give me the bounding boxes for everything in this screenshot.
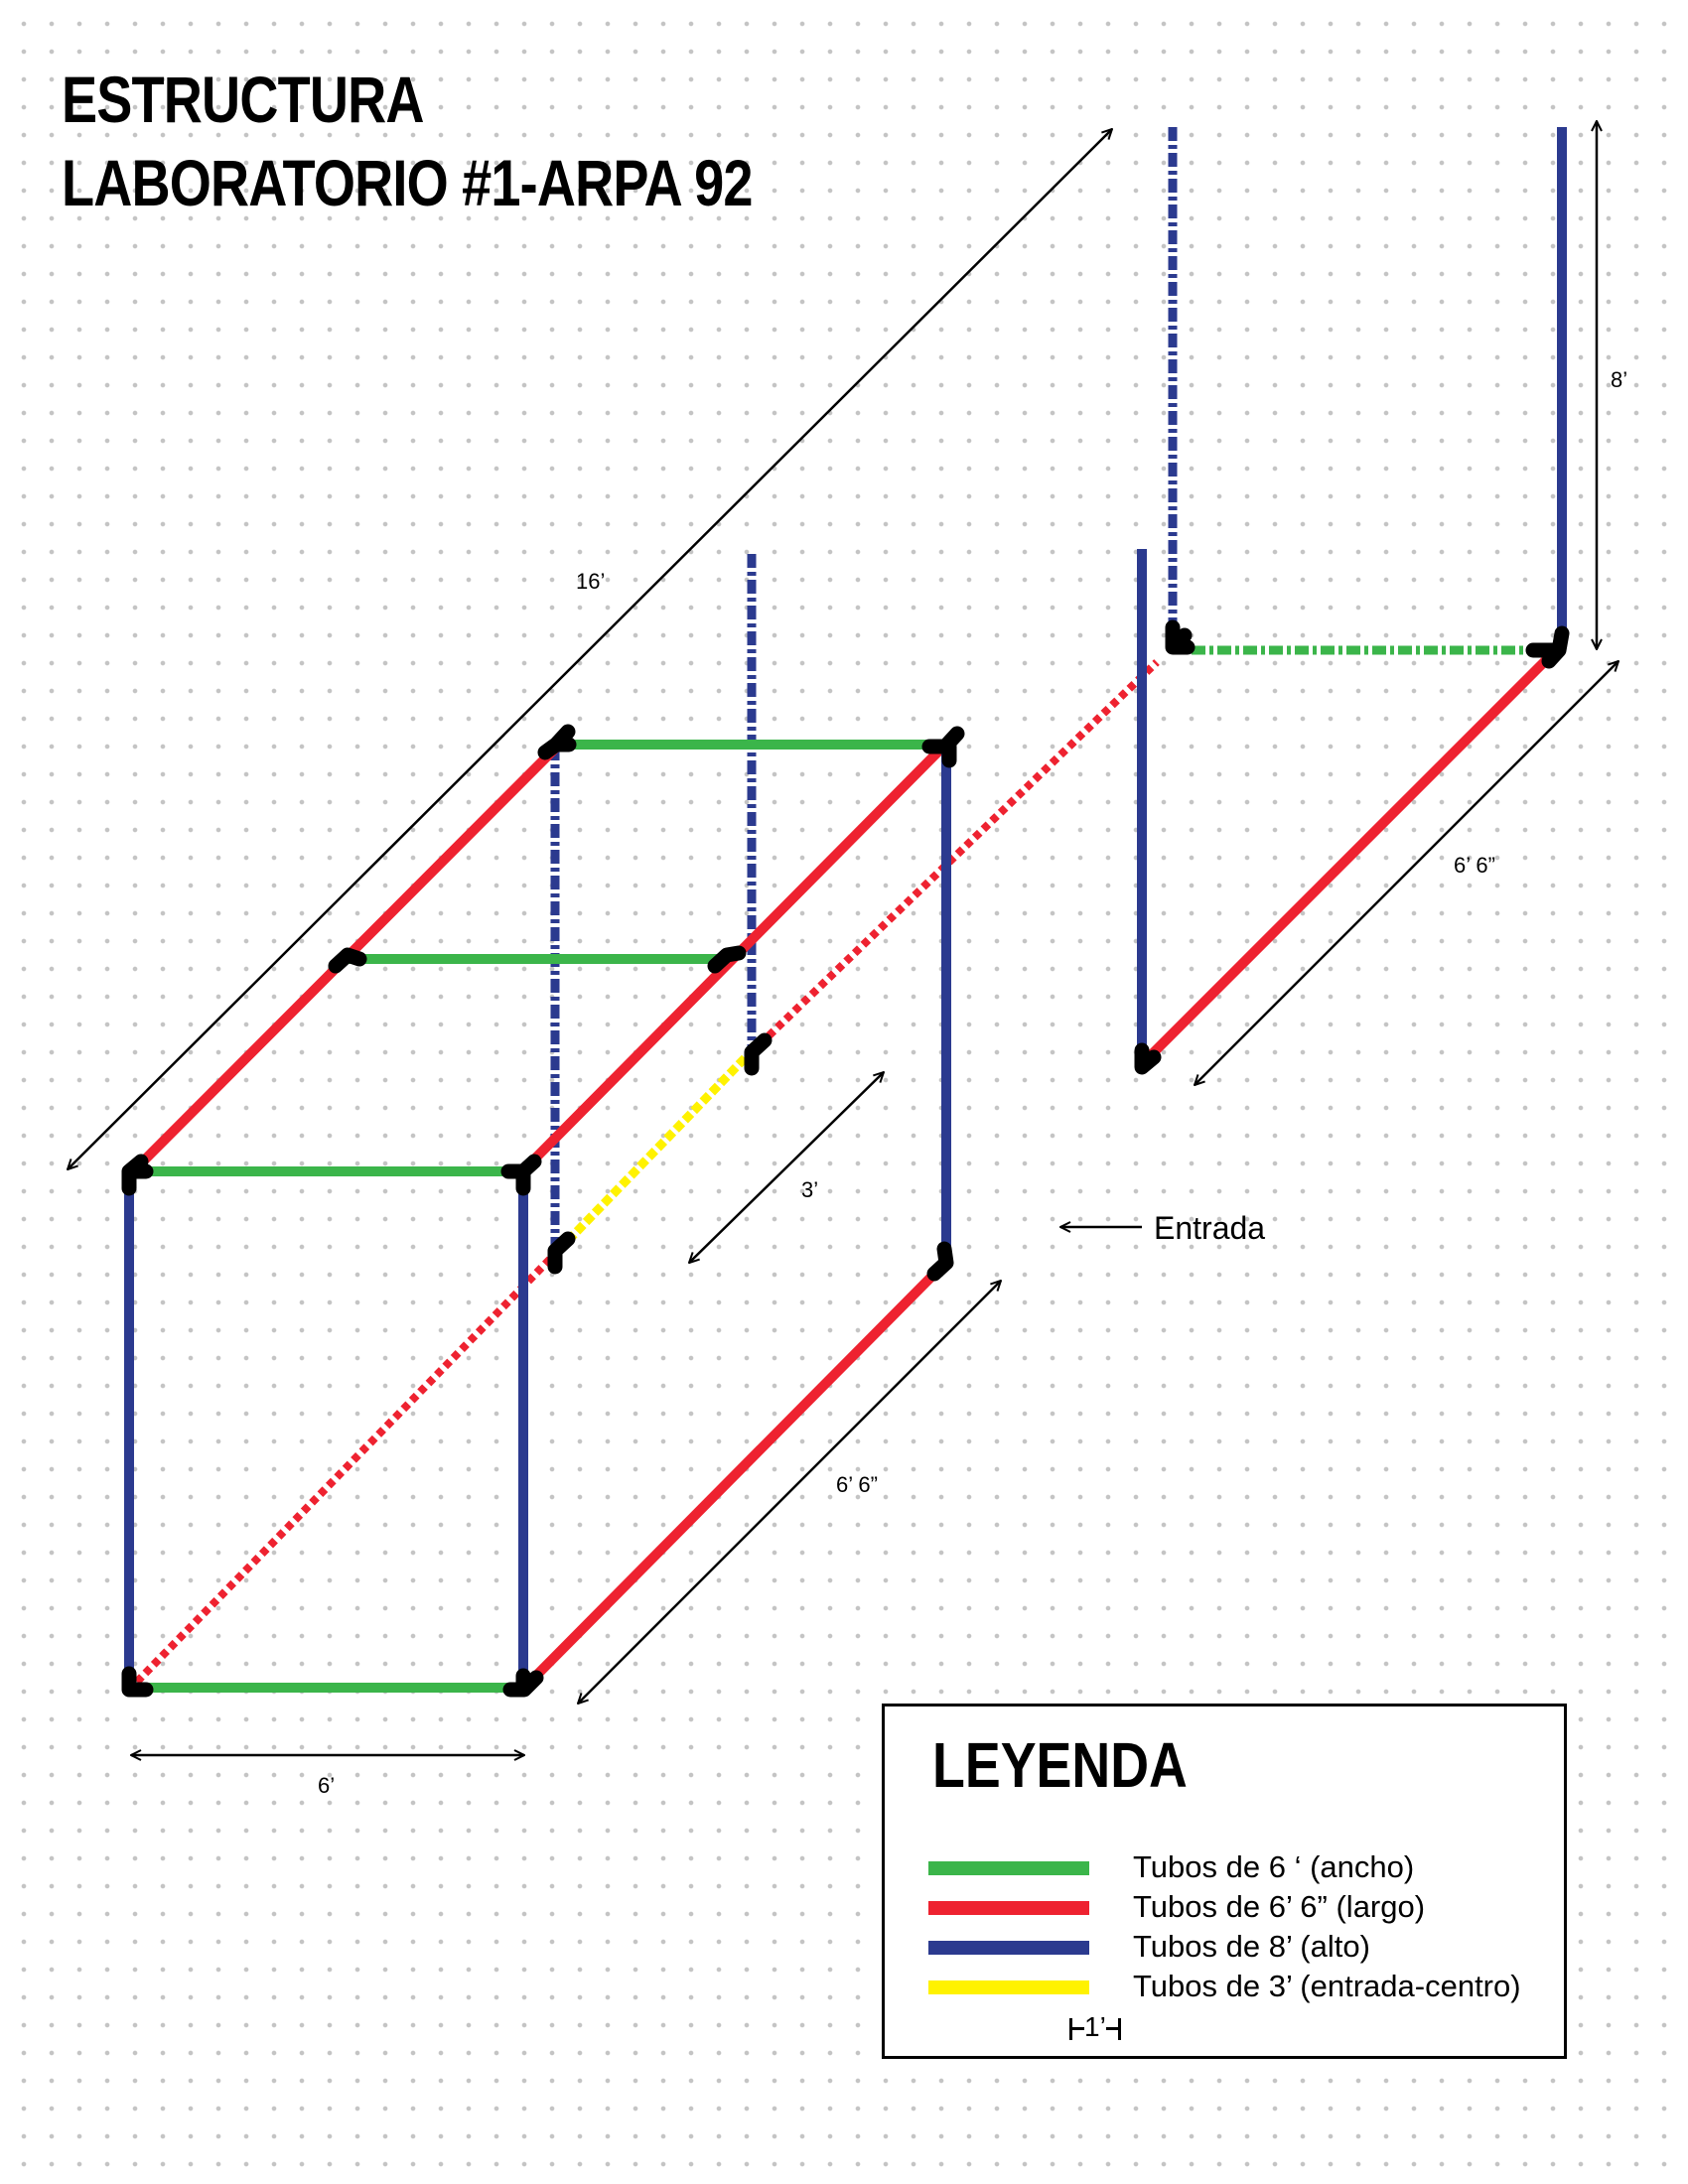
- legend-label: Tubos de 6 ‘ (ancho): [1133, 1849, 1415, 1884]
- legend-label: Tubos de 6’ 6” (largo): [1133, 1889, 1426, 1924]
- scale-bar: [1072, 2027, 1084, 2031]
- connector: [537, 724, 577, 760]
- dimension-label-6ft6in-front: 6’ 6”: [836, 1472, 878, 1497]
- dimension-line-16ft: [68, 129, 1112, 1169]
- scale-tick-right: [1117, 2017, 1121, 2040]
- connector: [1525, 625, 1570, 669]
- tube-length-hidden: [134, 1250, 559, 1685]
- legend-title: LEYENDA: [932, 1729, 1188, 1801]
- legend-item-length: Tubos de 6’ 6” (largo): [928, 1887, 1544, 1927]
- dimension-line-6ft6in-right: [1195, 661, 1618, 1085]
- legend-scale-bar: 1’: [1069, 2012, 1121, 2042]
- legend-swatch-red: [928, 1901, 1089, 1915]
- connector: [547, 1231, 576, 1275]
- title-line-1: ESTRUCTURA: [62, 63, 424, 136]
- dimension-label-16ft: 16’: [576, 569, 605, 594]
- connector: [502, 1668, 544, 1698]
- dimension-line-6ft6in-front: [578, 1281, 1001, 1704]
- connector: [926, 1241, 954, 1282]
- connector: [707, 945, 747, 974]
- connector: [328, 947, 367, 974]
- connector: [121, 1666, 154, 1698]
- legend-swatch-yellow: [928, 1980, 1089, 1994]
- connector: [744, 1032, 773, 1076]
- tube-length: [520, 1259, 949, 1692]
- legend-item-width: Tubos de 6 ‘ (ancho): [928, 1847, 1544, 1887]
- connector: [121, 1154, 154, 1196]
- dimension-line-3ft: [689, 1072, 884, 1263]
- dimension-lines: [68, 121, 1618, 1755]
- connector: [1134, 1042, 1162, 1075]
- scale-bar: [1105, 2027, 1118, 2031]
- scale-tick-left: [1069, 2017, 1072, 2040]
- legend-item-height: Tubos de 8’ (alto): [928, 1927, 1544, 1967]
- entrance-label: Entrada: [1154, 1210, 1265, 1246]
- legend-label: Tubos de 3’ (entrada-centro): [1133, 1969, 1521, 2003]
- dimension-label-6ft6in-right: 6’ 6”: [1454, 853, 1495, 878]
- connector: [1165, 619, 1196, 655]
- dimension-label-8ft: 8’: [1611, 367, 1627, 392]
- legend-box: LEYENDA Tubos de 6 ‘ (ancho) Tubos de 6’…: [882, 1704, 1567, 2059]
- legend-swatch-green: [928, 1861, 1089, 1875]
- scale-label: 1’: [1084, 2011, 1106, 2042]
- legend-swatch-blue: [928, 1941, 1089, 1955]
- legend-item-entrance: Tubos de 3’ (entrada-centro): [928, 1967, 1544, 2006]
- tube-length-hidden: [749, 659, 1160, 1055]
- tube-entrance-hidden: [555, 1052, 751, 1254]
- connector: [500, 1154, 542, 1196]
- connector-joints: [121, 619, 1570, 1698]
- legend-label: Tubos de 8’ (alto): [1133, 1929, 1370, 1964]
- tube-length: [1138, 643, 1563, 1068]
- dimension-label-6ft: 6’: [318, 1773, 335, 1798]
- dimension-label-3ft: 3’: [801, 1177, 818, 1202]
